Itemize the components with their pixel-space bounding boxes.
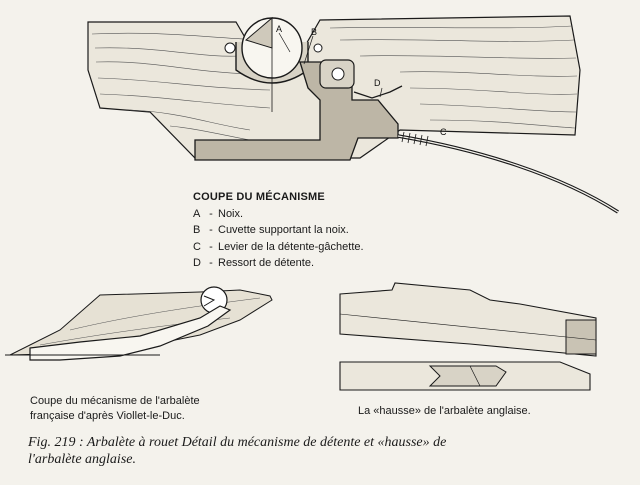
- label-a: A: [276, 24, 283, 34]
- pin-left: [224, 42, 236, 54]
- trigger-small: [29, 305, 232, 361]
- legend-text: Ressort de détente.: [218, 257, 315, 269]
- legend-sep: -: [209, 240, 213, 253]
- figure-caption-line: Fig. 219 : Arbalète à rouet Détail du mé…: [28, 435, 447, 450]
- legend-key: A: [193, 207, 201, 220]
- hausse-top-bar: [339, 282, 597, 357]
- viollet-le-duc-section: [5, 286, 273, 361]
- legend-sep: -: [209, 224, 213, 236]
- label-b: B: [311, 27, 318, 37]
- legend-text: Levier de la détente-gâchette.: [218, 240, 364, 253]
- pin-right: [313, 43, 323, 53]
- label-d: D: [374, 78, 381, 88]
- lever-grip-ridges: [401, 131, 429, 147]
- wood-grain: [91, 25, 578, 146]
- legend-item: C-Levier de la détente-gâchette.: [193, 239, 364, 256]
- caption-line: Coupe du mécanisme de l'arbalète: [30, 395, 200, 407]
- legend-sep: -: [209, 257, 213, 269]
- nut-notch: [244, 16, 273, 49]
- lever-pivot: [331, 67, 345, 81]
- label-c: C: [440, 127, 447, 137]
- trigger-lever-tail: [397, 134, 619, 214]
- legend-title: COUPE DU MÉCANISME: [193, 191, 325, 203]
- trigger-spring: [353, 85, 403, 99]
- legend-key: C: [193, 240, 201, 253]
- hausse-drawing: [339, 282, 597, 391]
- mechanism-legend: COUPE DU MÉCANISME A-Noix. B-Cuvette sup…: [193, 189, 364, 272]
- legend-text: Cuvette supportant la noix.: [218, 224, 349, 236]
- legend-item: D-Ressort de détente.: [193, 255, 364, 272]
- figure-caption-line: l'arbalète anglaise.: [28, 452, 136, 467]
- caption-line: française d'après Viollet-le-Duc.: [30, 410, 185, 422]
- hausse-caption: La «hausse» de l'arbalète anglaise.: [358, 405, 531, 417]
- legend-text: Noix.: [218, 207, 244, 220]
- legend-item: B-Cuvette supportant la noix.: [193, 222, 364, 239]
- figure-caption: Fig. 219 : Arbalète à rouet Détail du mé…: [28, 434, 618, 468]
- viollet-le-duc-caption: Coupe du mécanisme de l'arbalète françai…: [30, 394, 200, 424]
- legend-key: D: [193, 257, 201, 269]
- legend-item: A-Noix.: [193, 206, 364, 223]
- legend-key: B: [193, 224, 201, 236]
- legend-sep: -: [209, 207, 213, 220]
